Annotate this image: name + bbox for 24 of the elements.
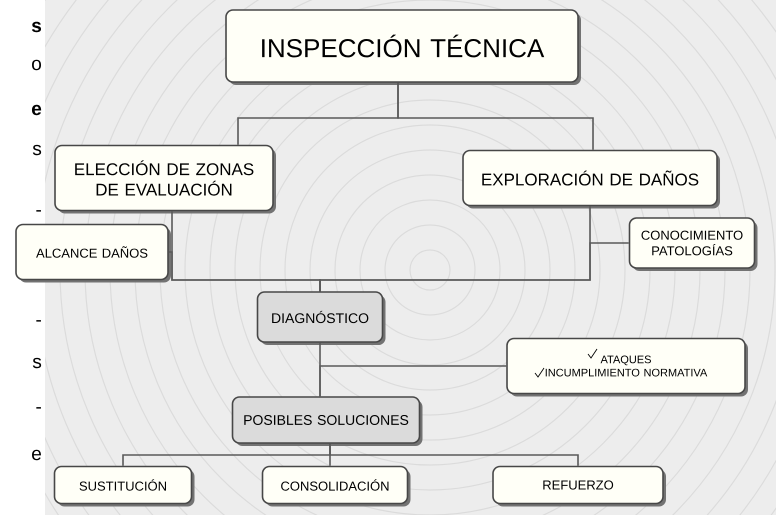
text-fragment: - [36,320,41,322]
text-fragment: e [32,104,42,116]
text-fragment: s [32,22,42,32]
connector-line [329,444,579,466]
title-box: INSPECCIÓN TÉCNICA [225,9,581,85]
connector-line [397,82,594,150]
text-fragment: s [32,358,42,368]
process-box: ELECCIÓN DE ZONAS DE EVALUACIÓN [54,144,276,214]
process-box: CONSOLIDACIÓN [262,466,410,506]
connector-line [319,365,506,396]
process-box: DIAGNÓSTICO [256,291,386,345]
text-fragment: s [32,144,42,156]
connector-line [319,242,629,292]
text-fragment: - [36,210,41,212]
process-box: ALCANCE DAÑOS [15,224,171,282]
process-box: REFUERZO [492,466,666,506]
process-box: ATAQUES INCUMPLIMIENTO NORMATIVA [506,338,748,396]
process-box: SUSTITUCIÓN [54,466,194,506]
text-fragment: o [32,60,41,70]
text-fragment: - [36,407,41,409]
process-box: EXPLORACIÓN DE DAÑOS [462,150,720,208]
text-fragment: e [32,450,41,460]
process-box: POSIBLES SOLUCIONES [232,396,422,446]
process-box: CONOCIMIENTO PATOLOGÍAS [628,217,758,271]
